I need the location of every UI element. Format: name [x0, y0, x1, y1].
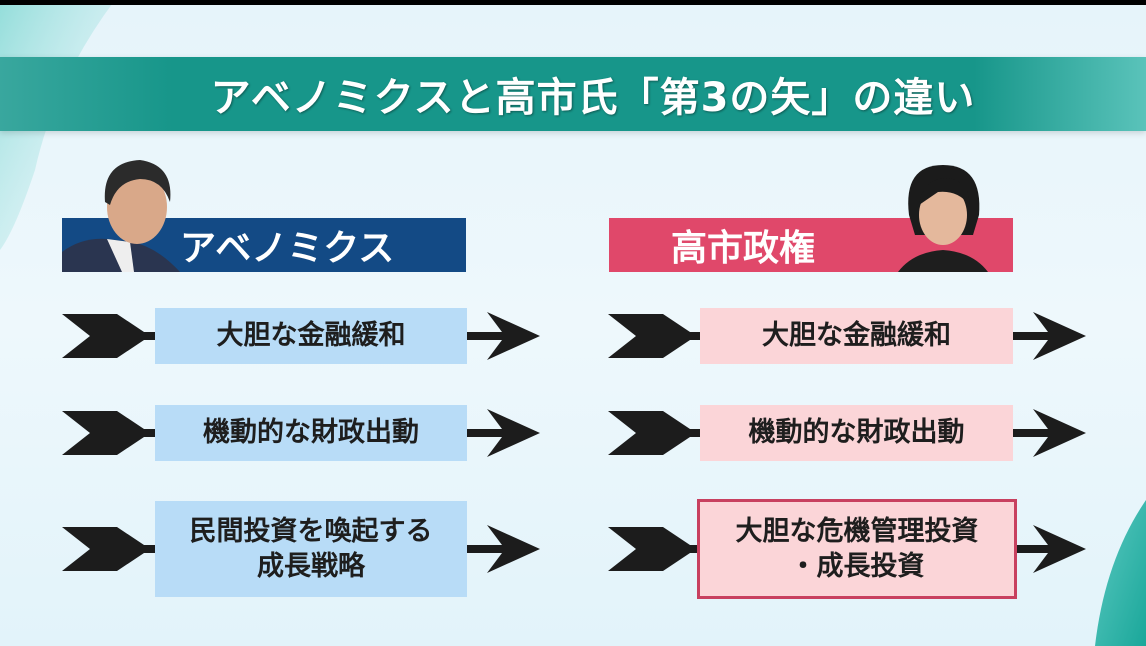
- left-arrow-2: 機動的な財政出動: [62, 383, 542, 483]
- right-arrow-3: 大胆な危機管理投資 ・成長投資: [608, 499, 1088, 599]
- arrow-box: 民間投資を喚起する 成長戦略: [155, 501, 467, 597]
- top-border: [0, 0, 1146, 5]
- right-arrow-2: 機動的な財政出動: [608, 383, 1088, 483]
- right-arrow-1: 大胆な金融緩和: [608, 286, 1088, 386]
- highlighted-arrow-box: 大胆な危機管理投資 ・成長投資: [697, 499, 1017, 599]
- arrow-box: 大胆な金融緩和: [700, 308, 1013, 364]
- arrow-box: 機動的な財政出動: [700, 405, 1013, 461]
- takaichi-portrait: [893, 160, 993, 272]
- arrow-box: 機動的な財政出動: [155, 405, 467, 461]
- left-arrow-3: 民間投資を喚起する 成長戦略: [62, 499, 542, 599]
- arrow-box: 大胆な金融緩和: [155, 308, 467, 364]
- left-arrow-1: 大胆な金融緩和: [62, 286, 542, 386]
- page-title: アベノミクスと高市氏「第3の矢」の違い: [210, 75, 976, 121]
- takaichi-label-text: 高市政権: [671, 228, 816, 269]
- title-banner: アベノミクスと高市氏「第3の矢」の違い: [0, 57, 1146, 131]
- abenomics-label-text: アベノミクス: [180, 228, 395, 269]
- abe-portrait: [62, 157, 180, 272]
